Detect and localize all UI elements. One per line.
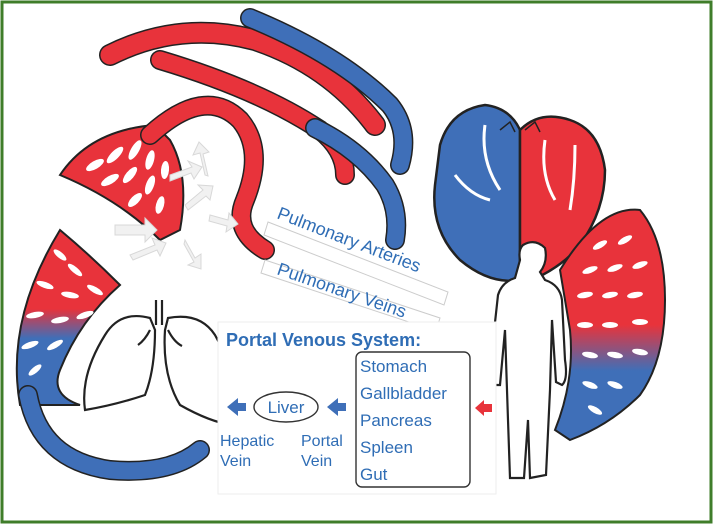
liver-oval <box>253 391 319 423</box>
organ-pancreas: Pancreas <box>360 411 432 430</box>
right-capillary-gaps <box>577 235 648 415</box>
hepatic-arrow-icon <box>227 398 246 416</box>
organ-gut: Gut <box>360 465 388 484</box>
top-blue-arc <box>241 9 412 174</box>
left-capillary-gaps <box>21 249 103 376</box>
mid-blue-arc <box>306 119 405 249</box>
portal-arrow-icon <box>327 398 346 416</box>
liver-label: Liver <box>268 398 305 417</box>
heart-icon <box>433 103 607 287</box>
left-blue-vein <box>19 386 209 480</box>
hepatic-label-line1: Hepatic <box>220 433 274 450</box>
organ-list-box <box>355 351 471 488</box>
organ-gallbladder: Gallbladder <box>360 384 447 403</box>
portal-title: Portal Venous System: <box>226 330 421 350</box>
faint-arrow-cluster <box>114 141 239 270</box>
pulmonary-red-loop <box>141 97 274 259</box>
organ-stomach: Stomach <box>360 357 427 376</box>
organ-spleen: Spleen <box>360 438 413 457</box>
hepatic-label-line2: Vein <box>220 453 251 470</box>
organ-inflow-arrow-icon <box>475 400 492 416</box>
pulmonary-arteries-strip <box>263 221 449 306</box>
mid-red-arc <box>151 51 354 184</box>
lung-capillary-gaps <box>86 140 170 214</box>
lungs-icon <box>83 300 235 427</box>
portal-label-line1: Portal <box>301 433 343 450</box>
top-red-arc <box>100 23 385 135</box>
portal-label-line2: Vein <box>301 453 332 470</box>
left-capillary-bed <box>15 228 122 406</box>
